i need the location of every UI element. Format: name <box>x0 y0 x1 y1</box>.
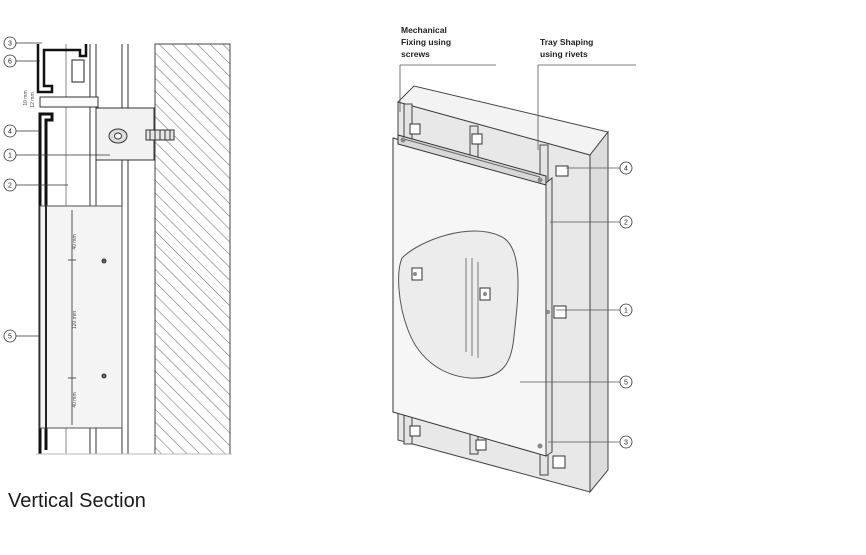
section-callout-2: 2 <box>8 183 12 190</box>
iso-callout-2: 2 <box>624 220 628 227</box>
section-callout-4: 4 <box>8 129 12 136</box>
upper-panel-edge <box>36 44 88 94</box>
back-wall-side <box>589 130 609 494</box>
dim-small-a: 10 mm <box>23 90 29 105</box>
iso-callout-circles <box>619 161 633 449</box>
dim-middle: 120 mm <box>72 311 78 329</box>
concrete-wall <box>154 43 231 455</box>
dim-top: 40 mm <box>72 234 78 249</box>
iso-callout-1: 1 <box>624 308 628 315</box>
lower-panel <box>38 112 54 454</box>
label-mechanical-fixing-1: Mechanical <box>401 25 447 35</box>
section-callout-1: 1 <box>8 153 12 160</box>
label-mechanical-fixing-3: screws <box>401 49 430 59</box>
cutaway-area <box>398 230 519 379</box>
label-tray-shaping-2: using rivets <box>540 49 588 59</box>
iso-callout-5: 5 <box>624 380 628 387</box>
page-title: Vertical Section <box>8 490 146 512</box>
tray-stiffener <box>39 205 123 429</box>
dim-bottom: 40 mm <box>72 392 78 407</box>
iso-callout-4: 4 <box>624 166 628 173</box>
section-dimensions: 40 mm 120 mm 40 mm 10 mm 12 mm <box>23 90 78 407</box>
section-callouts <box>3 36 110 343</box>
vertical-section-drawing <box>36 43 232 455</box>
horizontal-rail <box>39 96 99 108</box>
isometric-panel-drawing <box>392 85 609 494</box>
iso-callout-3: 3 <box>624 440 628 447</box>
label-mechanical-fixing-2: Fixing using <box>401 37 451 47</box>
section-callout-6: 6 <box>8 59 12 66</box>
label-tray-shaping-1: Tray Shaping <box>540 37 593 47</box>
dim-small-b: 12 mm <box>30 92 36 107</box>
section-callout-3: 3 <box>8 41 12 48</box>
fixing-screws <box>400 137 550 449</box>
section-callout-5: 5 <box>8 334 12 341</box>
iso-leaders <box>399 64 636 443</box>
